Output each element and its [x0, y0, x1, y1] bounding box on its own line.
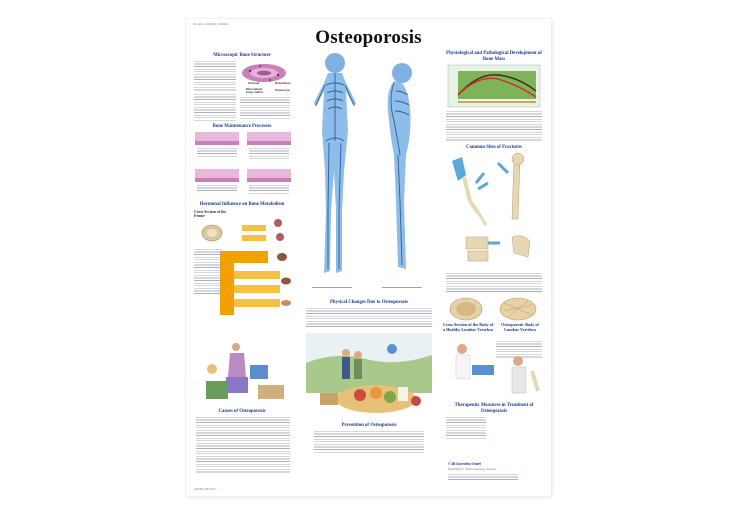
therapy-list — [446, 417, 486, 439]
physical-changes-text — [306, 308, 432, 329]
heading-healthy-vertebra: Cross Section of the Body of a Healthy L… — [442, 322, 494, 332]
vertebra-cross-sections — [449, 297, 537, 321]
publisher-address: Rudorffweg 8 · 21031 Hamburg, Germany — [448, 468, 497, 471]
publisher-name: © 3B Scientific GmbH — [448, 462, 481, 466]
heading-therapeutic-measures: Therapeutic Measures in Treatment of Ost… — [454, 403, 534, 414]
remodel-caption-1 — [197, 148, 237, 157]
micro-text-2 — [194, 94, 236, 122]
micro-text-3 — [240, 97, 290, 119]
causes-list — [196, 417, 290, 473]
micro-text — [194, 61, 236, 91]
heading-osteoporotic-vertebra: Osteoporotic Body of Lumbar Vertebra — [501, 322, 539, 332]
product-code: VR 1121 L 1002321 | 1002321 — [193, 23, 228, 26]
heading-hormonal-influence: Hormonal Influence on Bone Metabolism — [199, 202, 285, 207]
publisher-text — [448, 474, 518, 482]
prevention-text — [314, 431, 424, 453]
label-mineralized-matrix: Mineralized bone matrix — [246, 87, 264, 94]
fracture-illustrations — [452, 152, 531, 262]
label-osteoblast: Osteoblast — [275, 81, 291, 85]
hormone-text — [194, 249, 222, 295]
skeleton-figures — [312, 53, 422, 288]
heading-fracture-sites: Common Sites of Fractures — [466, 145, 522, 150]
hormone-diagram — [201, 219, 291, 315]
remodel-caption-3 — [197, 185, 237, 193]
heading-microscopic-structure: Microscopic Bone Structure — [213, 53, 271, 58]
bone-mass-text — [446, 111, 542, 141]
femur-label: Cross Section of the Femur — [194, 210, 227, 219]
vertebra-text — [496, 341, 542, 359]
prevention-illustration — [306, 333, 432, 413]
poster-title: Osteoporosis — [315, 27, 422, 48]
remodel-caption-4 — [249, 185, 289, 195]
elderly-woman-illustration — [206, 343, 284, 399]
heading-physical-changes: Physical Changes Due to Osteoporosis — [330, 300, 408, 305]
label-osteoid: Osteoid — [248, 81, 260, 85]
heading-bone-maintenance: Bone Maintenance Processes — [212, 124, 272, 129]
remodel-caption-2 — [249, 148, 289, 160]
bone-mass-chart — [447, 64, 541, 108]
heading-bone-mass: Physiological and Pathological Developme… — [446, 51, 542, 62]
bone-remodeling-panels — [195, 132, 291, 182]
fractures-text — [446, 273, 542, 293]
heading-prevention: Prevention of Osteoporosis — [341, 423, 397, 428]
label-osteocyte: Osteocyte — [275, 88, 290, 92]
osteoporosis-poster: VR 1121 L 1002321 | 1002321 Osteoporosis… — [186, 19, 551, 496]
therapy-illustration — [455, 344, 540, 394]
bone-tissue-illustration — [242, 64, 286, 82]
heading-causes: Causes of Osteoporosis — [218, 409, 266, 414]
footer-code: 1002321 VR 1121 L — [194, 488, 217, 491]
